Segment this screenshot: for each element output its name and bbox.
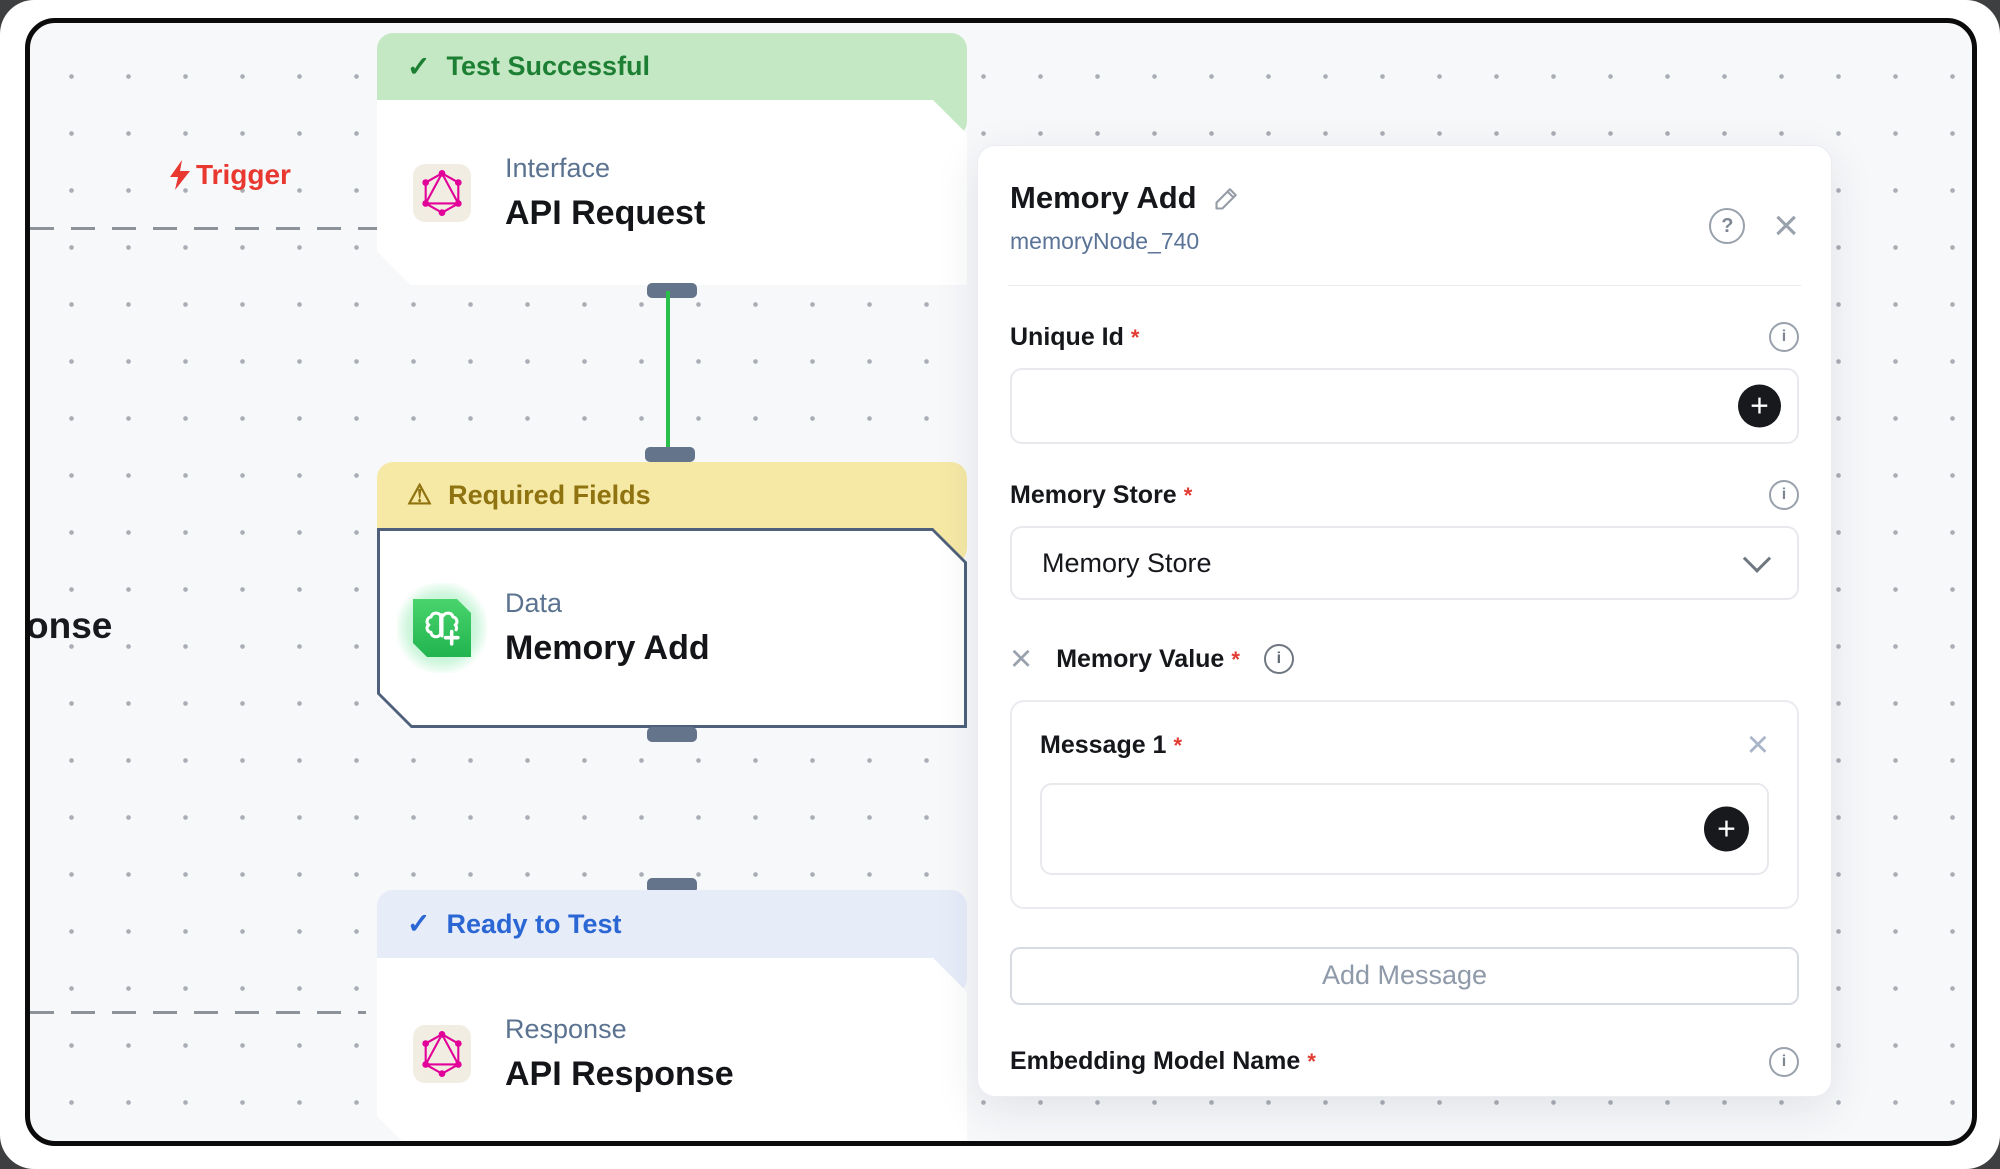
input-handle[interactable]: [645, 447, 695, 462]
node-api-response[interactable]: ✓ Ready to Test Response API Resp: [377, 878, 967, 1146]
memory-value-label: Memory Value*: [1056, 644, 1240, 673]
memory-store-label: Memory Store*: [1010, 480, 1193, 509]
add-variable-button[interactable]: +: [1704, 806, 1749, 852]
unique-id-label: Unique Id*: [1010, 322, 1140, 351]
check-icon: ✓: [407, 908, 431, 939]
info-icon[interactable]: i: [1263, 644, 1294, 675]
response-edge-dashed: [30, 1011, 366, 1014]
embedding-model-name-label: Embedding Model Name*: [1010, 1047, 1316, 1076]
node-config-panel: Memory Add memoryNode_740 ? ×: [977, 145, 1832, 1097]
trigger-text: Trigger: [196, 159, 291, 190]
node-title: Memory Add: [505, 629, 710, 667]
required-asterisk: *: [1231, 646, 1240, 672]
node-status-text: Required Fields: [448, 479, 651, 510]
graphql-icon: [413, 1025, 471, 1083]
node-memory-add[interactable]: ⚠ Required Fields: [377, 462, 967, 752]
node-category: Data: [505, 588, 563, 618]
memory-store-select[interactable]: Memory Store: [1010, 526, 1799, 600]
node-status-text: Test Successful: [446, 51, 651, 81]
check-icon: ✓: [407, 50, 431, 82]
node-id-text: memoryNode_740: [1010, 228, 1200, 254]
message-card: Message 1* × +: [1010, 700, 1799, 909]
node-api-request[interactable]: ✓ Test Successful Interface API R: [377, 33, 967, 298]
trigger-label: Trigger: [168, 159, 291, 191]
add-message-button[interactable]: Add Message: [1010, 946, 1799, 1005]
brain-add-icon: [413, 599, 471, 657]
node-category: Response: [505, 1014, 627, 1044]
close-panel-icon[interactable]: ×: [1773, 201, 1799, 251]
unique-id-input[interactable]: +: [1010, 368, 1799, 444]
panel-divider: [1008, 285, 1801, 286]
node-category: Interface: [505, 152, 611, 183]
node-title: API Request: [505, 193, 706, 232]
output-handle[interactable]: [647, 727, 697, 742]
graphql-icon: [413, 164, 471, 222]
node-body[interactable]: Response API Response: [377, 958, 967, 1146]
node-title: API Response: [505, 1055, 734, 1093]
warning-icon: ⚠: [407, 479, 433, 510]
edge-success: [666, 291, 670, 451]
memory-store-selected-value: Memory Store: [1042, 547, 1212, 578]
info-icon[interactable]: i: [1769, 1046, 1799, 1077]
required-asterisk: *: [1130, 324, 1140, 350]
panel-header: Memory Add memoryNode_740 ? ×: [1010, 180, 1799, 255]
info-icon[interactable]: i: [1769, 480, 1799, 510]
trigger-edge-dashed: [30, 227, 378, 230]
clipped-node-text: onse: [26, 605, 113, 646]
panel-title: Memory Add: [1010, 180, 1197, 215]
required-asterisk: *: [1173, 733, 1183, 759]
lightning-bolt-icon: [170, 160, 190, 190]
required-asterisk: *: [1183, 482, 1193, 508]
message-input[interactable]: +: [1040, 782, 1769, 875]
workflow-canvas[interactable]: Trigger onse ✓ Test Successful: [25, 18, 1977, 1146]
message-label: Message 1*: [1040, 731, 1183, 760]
add-variable-button[interactable]: +: [1738, 384, 1781, 428]
node-body-selected[interactable]: Data Memory Add: [377, 528, 967, 728]
input-handle[interactable]: [647, 878, 697, 893]
remove-message-icon[interactable]: ×: [1746, 724, 1769, 767]
info-icon[interactable]: i: [1769, 322, 1799, 352]
output-handle[interactable]: [647, 283, 697, 298]
required-asterisk: *: [1307, 1049, 1316, 1075]
edit-pencil-icon[interactable]: [1213, 184, 1241, 212]
node-status-text: Ready to Test: [446, 908, 622, 939]
remove-memory-value-icon[interactable]: ×: [1010, 638, 1033, 680]
node-body[interactable]: Interface API Request: [377, 100, 967, 285]
help-icon[interactable]: ?: [1709, 208, 1746, 244]
chevron-down-icon: [1742, 544, 1772, 573]
